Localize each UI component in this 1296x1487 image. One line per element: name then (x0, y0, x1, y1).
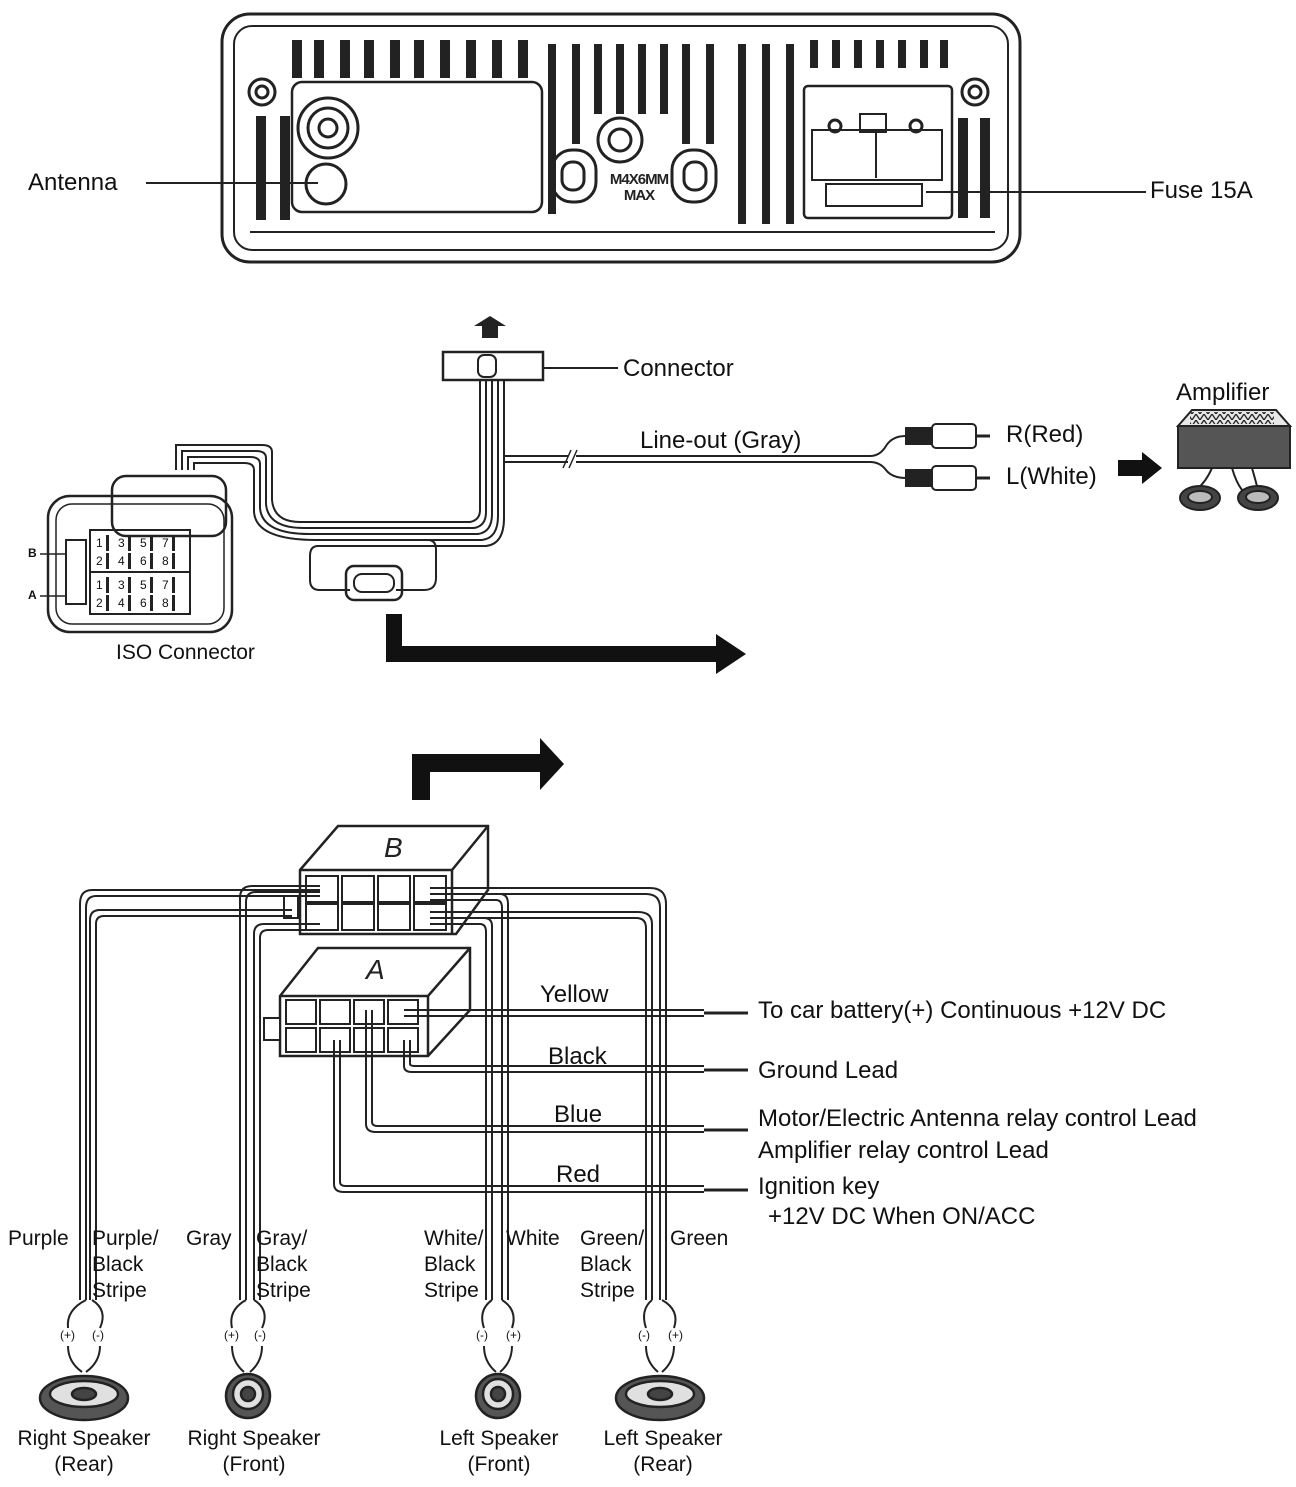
polarity-plus-label: (+) (60, 1328, 75, 1342)
speaker-label: Left Speaker (Rear) (603, 1427, 723, 1476)
polarity-minus-label: (-) (254, 1328, 266, 1342)
connector-label: Connector (623, 355, 734, 382)
speaker-wire-label: Purple (8, 1227, 69, 1250)
ignition-note-label: +12V DC When ON/ACC (768, 1203, 1036, 1230)
antenna-relay-lead-label: Motor/Electric Antenna relay control Lea… (758, 1105, 1197, 1132)
wire-blue-label: Blue (554, 1101, 603, 1128)
iso-row-a-label: A (28, 588, 37, 602)
amplifier-arrow-icon (1118, 452, 1162, 484)
power-lead-wires (333, 1009, 748, 1193)
iso-row-b-label: B (28, 546, 37, 560)
head-unit-rear-panel (220, 12, 1022, 264)
vent-fins (256, 40, 990, 224)
polarity-minus-label: (-) (476, 1328, 488, 1342)
route-arrow-right (386, 614, 746, 674)
rca-left-label: L(White) (1006, 463, 1097, 490)
speaker-label: Left Speaker (Front) (439, 1427, 559, 1476)
iso-pin-number: 4 (118, 554, 125, 568)
ground-lead-label: Ground Lead (758, 1057, 899, 1084)
speaker-icons (38, 1372, 706, 1422)
polarity-plus-label: (+) (224, 1328, 239, 1342)
amp-relay-lead-label: Amplifier relay control Lead (758, 1137, 1049, 1164)
iso-pin-number: 3 (118, 578, 125, 592)
connector-b-drawing (283, 824, 490, 936)
speaker-wire-label: Green/ Black Stripe (580, 1227, 645, 1302)
screw-size-note: M4X6MM MAX (609, 171, 669, 204)
iso-pin-number: 1 (96, 536, 103, 550)
iso-pin-number: 7 (162, 578, 169, 592)
ignition-key-label: Ignition key (758, 1173, 880, 1200)
connector-b-letter: B (384, 832, 403, 863)
iso-pin-number: 6 (140, 554, 147, 568)
iso-connector-label: ISO Connector (116, 641, 255, 664)
iso-pin-number: 3 (118, 536, 125, 550)
speaker-label: Right Speaker (Rear) (17, 1427, 151, 1476)
battery-lead-label: To car battery(+) Continuous +12V DC (758, 997, 1167, 1024)
iso-pins (106, 535, 175, 611)
rca-right-label: R(Red) (1006, 421, 1084, 448)
iso-pin-number: 8 (162, 596, 169, 610)
speaker-wire-label: Gray (186, 1227, 232, 1250)
line-out-label: Line-out (Gray) (640, 427, 802, 454)
fuse-label: Fuse 15A (1150, 177, 1253, 204)
wire-harness (175, 316, 990, 602)
iso-pin-number: 2 (96, 596, 103, 610)
antenna-label: Antenna (28, 169, 118, 196)
speaker-wire-label: White/ Black Stripe (424, 1227, 484, 1302)
speaker-wire-label: Purple/ Black Stripe (92, 1227, 159, 1302)
route-arrow-up-right (412, 738, 564, 800)
iso-pin-number: 7 (162, 536, 169, 550)
iso-pin-number: 5 (140, 578, 147, 592)
iso-pin-number: 2 (96, 554, 103, 568)
speaker-wires (79, 885, 667, 1300)
amplifier-icon (1175, 409, 1293, 511)
speaker-wire-label: Green (670, 1227, 729, 1250)
iso-pin-number: 6 (140, 596, 147, 610)
polarity-plus-label: (+) (506, 1328, 521, 1342)
wire-black-label: Black (548, 1043, 607, 1070)
speaker-wire-label: Gray/ Black Stripe (256, 1227, 311, 1302)
polarity-minus-label: (-) (638, 1328, 650, 1342)
polarity-plus-label: (+) (668, 1328, 683, 1342)
connector-a-letter: A (366, 954, 385, 985)
speaker-wire-label: White (506, 1227, 560, 1250)
speaker-label: Right Speaker (Front) (187, 1427, 321, 1476)
speaker-connections (66, 1299, 677, 1373)
connector-a-drawing (263, 946, 472, 1058)
iso-pin-number: 4 (118, 596, 125, 610)
iso-pin-number: 1 (96, 578, 103, 592)
iso-pin-number: 8 (162, 554, 169, 568)
wire-yellow-label: Yellow (540, 981, 609, 1008)
iso-pin-number: 5 (140, 536, 147, 550)
wire-red-label: Red (556, 1161, 601, 1188)
iso-connector-drawing (40, 474, 234, 634)
polarity-minus-label: (-) (92, 1328, 104, 1342)
amplifier-label: Amplifier (1176, 379, 1270, 406)
